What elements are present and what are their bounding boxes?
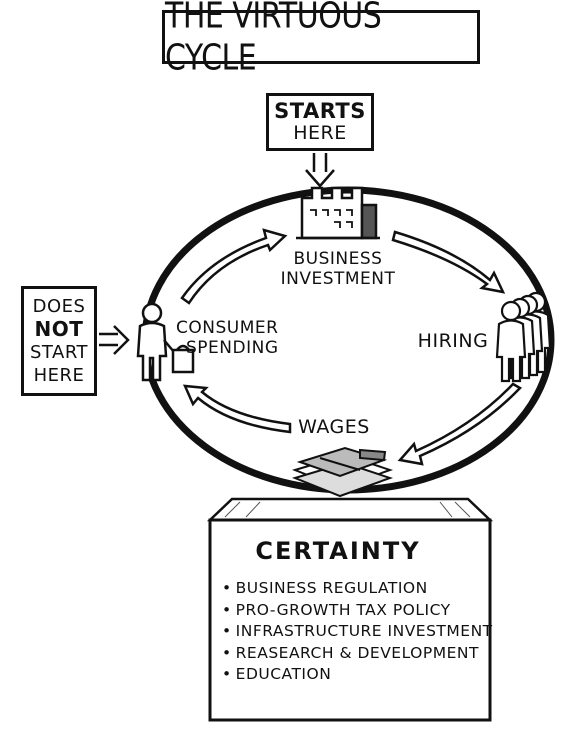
starts-here-line1: STARTS — [274, 99, 366, 123]
does-not-start-arrow-icon — [99, 325, 130, 355]
pedestal-top — [206, 497, 494, 522]
money-stack-icon — [291, 446, 394, 498]
title-box: THE VIRTUOUS CYCLE — [162, 0, 480, 79]
consumer-figure-icon — [136, 302, 195, 382]
does-not-start-here-box: DOES NOT START HERE — [21, 286, 97, 396]
arrow-wages-to-consumer-icon — [182, 384, 292, 434]
certainty-item: REASEARCH & DEVELOPMENT — [222, 643, 493, 665]
arrow-invest-to-hiring-icon — [391, 230, 506, 294]
certainty-item: PRO-GROWTH TAX POLICY — [222, 600, 493, 622]
hiring-figures-icon — [495, 291, 552, 383]
factory-icon — [296, 186, 380, 240]
business-investment-line1: BUSINESS — [293, 249, 383, 269]
consumer-spending-line1: CONSUMER — [176, 318, 279, 338]
starts-here-box: STARTS HERE — [266, 93, 374, 151]
does-not-start-line1: DOES — [32, 296, 86, 317]
certainty-title: CERTAINTY — [255, 537, 421, 565]
consumer-spending-line2: SPENDING — [186, 338, 279, 358]
certainty-item: BUSINESS REGULATION — [222, 578, 493, 600]
starts-here-arrow-icon — [305, 153, 335, 188]
certainty-list: BUSINESS REGULATION PRO-GROWTH TAX POLIC… — [222, 578, 493, 686]
arrow-hiring-to-wages-icon — [397, 382, 523, 466]
pedestal-top-hatching — [224, 501, 471, 518]
certainty-item: EDUCATION — [222, 664, 493, 686]
hiring-label: HIRING — [417, 330, 489, 352]
consumer-spending-label: CONSUMER SPENDING — [176, 318, 304, 358]
business-investment-label: BUSINESS INVESTMENT — [268, 249, 408, 289]
page-title: THE VIRTUOUS CYCLE — [165, 0, 382, 79]
starts-here-line2: HERE — [293, 122, 347, 144]
cycle-arrows — [180, 228, 523, 466]
certainty-item: INFRASTRUCTURE INVESTMENT — [222, 621, 493, 643]
arrow-consumer-to-invest-icon — [180, 228, 288, 305]
does-not-start-line3: START — [29, 342, 89, 363]
business-investment-line2: INVESTMENT — [280, 269, 396, 289]
does-not-start-line2: NOT — [34, 317, 84, 341]
wages-label: WAGES — [298, 416, 370, 438]
does-not-start-line4: HERE — [33, 365, 85, 386]
